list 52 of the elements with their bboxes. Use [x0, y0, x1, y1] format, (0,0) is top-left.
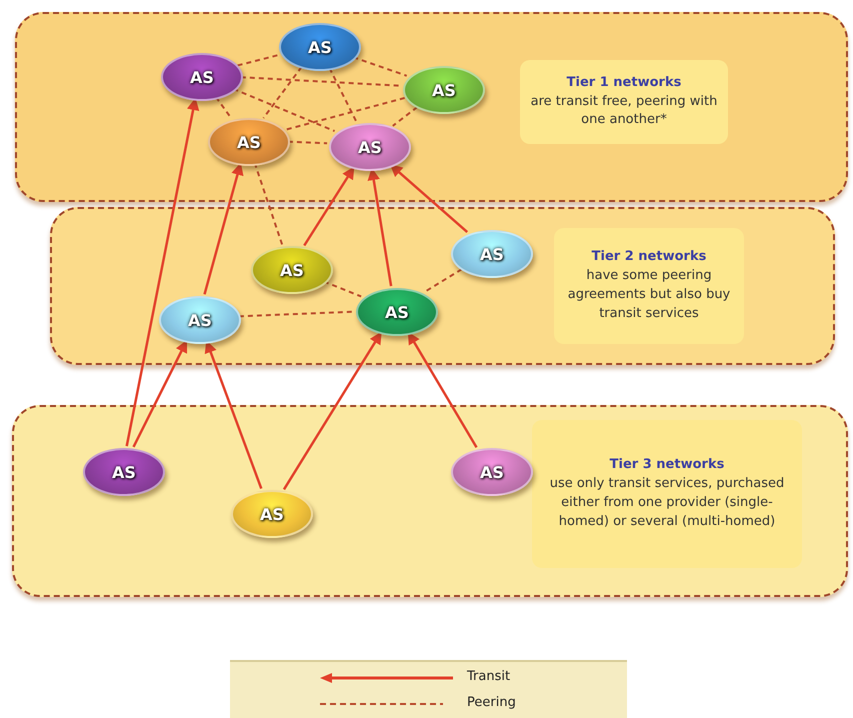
- as-label: AS: [385, 302, 409, 322]
- legend-label: Peering: [467, 695, 516, 710]
- transit-arrow: [407, 332, 478, 448]
- transit-arrow: [282, 332, 382, 490]
- as-label: AS: [112, 462, 136, 482]
- transit-arrow: [125, 98, 200, 446]
- as-label: AS: [308, 38, 332, 56]
- peering-link: [238, 310, 354, 318]
- as-label: AS: [237, 132, 261, 152]
- as-label: AS: [432, 80, 456, 100]
- tier-description: are transit free, peering with one another*: [530, 92, 718, 130]
- peering-link: [240, 76, 402, 87]
- as-ellipse: [208, 118, 290, 166]
- as-label: AS: [280, 260, 304, 280]
- as-label: AS: [260, 504, 284, 524]
- transit-arrow: [203, 162, 244, 295]
- as-ellipse: [161, 53, 243, 101]
- transit-arrow: [303, 166, 355, 246]
- as-label: AS: [190, 68, 214, 86]
- as-ellipse: [83, 448, 165, 496]
- tier-band: [12, 405, 848, 597]
- peering-link: [233, 88, 335, 132]
- as-label: AS: [358, 138, 382, 156]
- transit-arrow: [390, 164, 468, 233]
- as-label: AS: [480, 462, 504, 482]
- as-ellipse: [159, 296, 241, 344]
- as-ellipse: [251, 246, 333, 294]
- tier-heading: Tier 2 networks: [592, 248, 706, 266]
- as-ellipse: [279, 23, 361, 71]
- tier-description: have some peering agreements but also buy transit services: [566, 267, 732, 323]
- tier-band: [15, 12, 848, 202]
- peering-link: [392, 106, 418, 127]
- peering-link: [328, 68, 358, 122]
- tier-description: use only transit services, purchased either from one provider (single-homed) or several (multi-homed): [548, 475, 786, 531]
- tier-heading: Tier 1 networks: [566, 74, 682, 92]
- tier-band: [50, 207, 835, 365]
- as-ellipse: [451, 230, 533, 278]
- as-label: AS: [480, 244, 504, 264]
- as-ellipse: [231, 490, 313, 538]
- as-ellipse: [451, 448, 533, 496]
- peering-link: [262, 66, 302, 119]
- peering-link: [284, 96, 405, 132]
- as-ellipse: [403, 66, 485, 114]
- peering-link: [215, 96, 232, 118]
- peering-link: [288, 140, 328, 144]
- tier-heading: Tier 3 networks: [610, 456, 724, 474]
- transit-arrow: [132, 340, 188, 448]
- legend-label: Transit: [467, 669, 510, 684]
- as-label: AS: [188, 310, 212, 330]
- as-ellipse: [356, 288, 438, 336]
- as-ellipse: [329, 123, 411, 171]
- peering-link: [254, 163, 284, 245]
